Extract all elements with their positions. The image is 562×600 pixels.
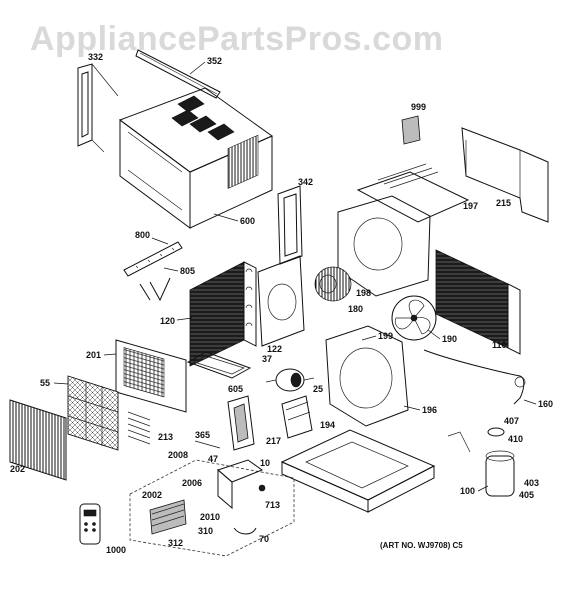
callout-805: 805 [180,266,195,276]
part-199-orifice: 199 196 [325,325,437,427]
callout-2008: 2008 [168,450,188,460]
callout-1000: 1000 [106,545,126,555]
callout-70: 70 [259,534,269,544]
part-999-label: 999 [401,102,426,145]
callout-312: 312 [168,538,183,548]
part-160-cap-tube: 160 [423,349,553,409]
part-352-top-rail: 352 [135,49,222,99]
part-120-condenser-coil: 120 [160,261,257,367]
callout-332: 332 [88,52,103,62]
callout-605: 605 [228,384,243,394]
part-202-front-grille: 202 [9,399,67,481]
part-407-overload: 407 410 [487,416,523,444]
callout-2002: 2002 [142,490,162,500]
callout-122: 122 [267,344,282,354]
art-number: (ART NO. WJ9708) C5 [380,541,463,550]
part-evaporator-housing [337,195,431,297]
callout-405: 405 [519,490,534,500]
part-1000-remote-control: 1000 [79,503,126,555]
callout-198: 198 [356,288,371,298]
callout-217: 217 [266,436,281,446]
callout-196: 196 [422,405,437,415]
callout-310: 310 [198,526,213,536]
part-800-bracket: 800 [123,230,183,277]
callout-407: 407 [504,416,519,426]
part-194-motor-mount: 194 [281,395,335,439]
part-342-side-curtain: 342 [277,177,313,265]
callout-365: 365 [195,430,210,440]
part-215-side-panel: 215 [461,127,549,223]
callout-215: 215 [496,198,511,208]
callout-37: 37 [262,354,272,364]
callout-213: 213 [158,432,173,442]
callout-352: 352 [207,56,222,66]
callout-202: 202 [10,464,25,474]
part-base-pan [280,429,436,513]
callout-201: 201 [86,350,101,360]
part-25-fan-motor: 37 25 [262,354,323,394]
callout-180: 180 [348,304,363,314]
part-180-blower-wheel: 180 198 [314,266,371,314]
callout-342: 342 [298,177,313,187]
callout-190: 190 [442,334,457,344]
callout-2006: 2006 [182,478,202,488]
part-122-shroud: 122 [257,255,305,354]
callout-600: 600 [240,216,255,226]
callout-199: 199 [378,331,393,341]
part-332-side-curtain: 332 [77,52,119,153]
callout-410: 410 [508,434,523,444]
callout-713: 713 [265,500,280,510]
callout-800: 800 [135,230,150,240]
part-110-evaporator-coil: 110 [435,249,521,355]
callout-2010: 2010 [200,512,220,522]
callout-100: 100 [460,486,475,496]
callout-47: 47 [208,454,218,464]
callout-110: 110 [492,340,507,350]
part-403-compressor: 403 405 100 [447,431,539,500]
watermark-text: AppliancePartsPros.com [30,20,443,58]
part-805-support: 805 [139,266,195,302]
callout-999: 999 [411,102,426,112]
callout-55: 55 [40,378,50,388]
part-197-top-cover: 197 [356,163,478,223]
part-600-cabinet: 600 [118,87,274,229]
part-190-fan-blade: 190 [391,295,457,344]
callout-160: 160 [538,399,553,409]
part-605-tray: 605 [186,351,252,394]
callout-197: 197 [463,201,478,211]
part-201-front-frame: 201 [86,339,187,413]
callout-403: 403 [524,478,539,488]
part-55-filter: 55 [40,375,119,451]
part-217-control-box: 217 365 [194,395,281,451]
callout-120: 120 [160,316,175,326]
part-213-louver: 213 [127,411,173,445]
callout-25: 25 [313,384,323,394]
callout-194: 194 [320,420,335,430]
callout-10: 10 [260,458,270,468]
electrical-parts-group: 2008 47 10 2006 2002 2010 713 310 312 70 [129,450,295,557]
